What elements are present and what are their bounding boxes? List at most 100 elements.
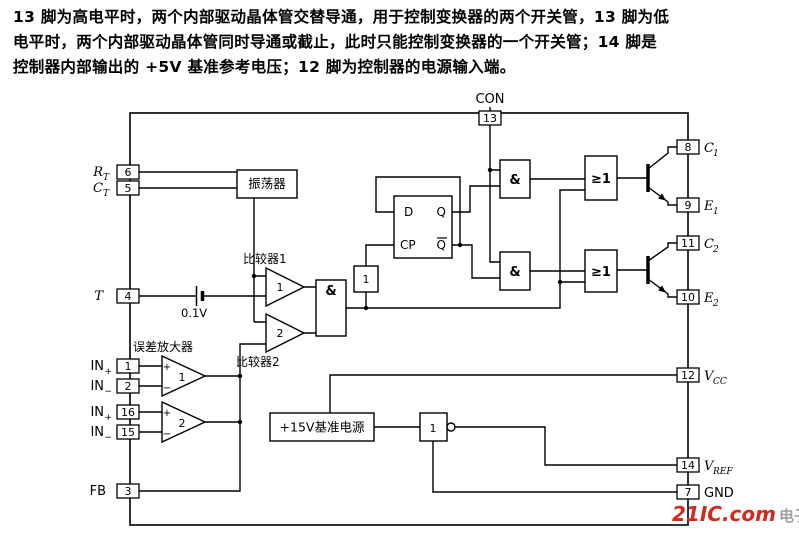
plus-sign: + — [163, 408, 171, 419]
minus-sign: − — [163, 429, 171, 440]
error-amp1-triangle — [161, 354, 207, 398]
pin-label-sub: 1 — [713, 149, 719, 159]
pin-number: 10 — [681, 291, 695, 304]
oscillator-label: 振荡器 — [248, 176, 286, 191]
pin-label: C — [93, 181, 103, 196]
pin-number: 7 — [685, 486, 692, 499]
error-amp-label: 误差放大器 — [133, 339, 193, 354]
reference-label: +15V基准电源 — [280, 420, 365, 435]
pin-number: 2 — [125, 380, 132, 393]
pin-fb: 3 FB — [90, 483, 140, 499]
pin-label-sub: + — [105, 367, 113, 377]
emitter-arrow-icon — [658, 193, 666, 201]
pin-label: IN — [90, 379, 104, 394]
comparator1-triangle — [265, 266, 306, 308]
pin-number: 4 — [125, 290, 132, 303]
description-text: 13 脚为高电平时，两个内部驱动晶体管交替导通，用于控制变换器的两个开关管，13… — [13, 5, 793, 80]
minus-sign: − — [163, 383, 171, 394]
battery-voltage-label: 0.1V — [181, 306, 207, 320]
wires — [139, 107, 688, 493]
pin-label: V — [704, 459, 715, 474]
pin-e2: 10 E 2 — [676, 289, 719, 309]
inverter-symbol: 1 — [430, 422, 437, 435]
pin-number: 5 — [125, 182, 132, 195]
flip-flop: D Q CP Q — [393, 195, 453, 259]
pin-label-sub: T — [103, 189, 110, 199]
pin-label: E — [703, 199, 714, 214]
pin-label: IN — [90, 405, 104, 420]
pin-label-sub: 2 — [712, 245, 719, 255]
pin-label: IN — [90, 425, 104, 440]
buffer-symbol: 1 — [363, 273, 370, 286]
comparator2-triangle — [265, 312, 306, 354]
transistor-2 — [646, 242, 688, 298]
comparator2-number: 2 — [277, 327, 284, 340]
pin-in2: 2 IN − — [90, 378, 140, 397]
or-gate-symbol: ≥1 — [591, 172, 611, 187]
pin-number: 6 — [125, 166, 132, 179]
pin-label: T — [94, 289, 104, 304]
pin-number: 11 — [681, 237, 695, 250]
transistor-1 — [646, 146, 688, 206]
pin-number: 16 — [121, 406, 135, 419]
description-line-1: 13 脚为高电平时，两个内部驱动晶体管交替导通，用于控制变换器的两个开关管，13… — [13, 8, 670, 26]
ff-qbar-label: Q — [437, 238, 446, 252]
description-line-2: 电平时，两个内部驱动晶体管同时导通或截止，此时只能控制变换器的一个开关管；14 … — [13, 33, 658, 51]
pin-c2: 11 C 2 — [676, 235, 719, 255]
ff-d-label: D — [404, 205, 413, 219]
comparator1-number: 1 — [277, 281, 284, 294]
pin-label: CON — [475, 92, 504, 107]
pin-label: C — [704, 237, 714, 252]
oscillator-box — [236, 169, 298, 199]
pin-label-sub: − — [105, 387, 113, 397]
buffer-box — [353, 265, 379, 293]
pin-label-sub: 1 — [713, 207, 719, 217]
pin-number: 9 — [685, 199, 692, 212]
pin-label-sub: 2 — [712, 299, 719, 309]
pin-label-sub: + — [105, 413, 113, 423]
watermark-suffix: 电子网 — [778, 507, 799, 525]
or-gate-symbol: ≥1 — [591, 265, 611, 280]
pin-number: 12 — [681, 369, 695, 382]
error-amp2-triangle — [161, 400, 207, 444]
pin-label-sub: T — [103, 173, 110, 183]
and-gate-symbol: & — [509, 265, 520, 280]
ff-cp-label: CP — [400, 238, 416, 252]
and-gate-symbol: & — [509, 173, 520, 188]
pin-vcc: 12 V CC — [676, 367, 727, 387]
battery-symbol — [195, 286, 205, 306]
pin-number: 1 — [125, 360, 132, 373]
output-and-gate1-box — [499, 159, 531, 199]
pin-label: GND — [704, 486, 734, 501]
pin-number: 8 — [685, 141, 692, 154]
error-amp1-number: 1 — [179, 371, 186, 384]
error-amp2-number: 2 — [179, 417, 186, 430]
pin-label: E — [703, 291, 714, 306]
pin-vref: 14 V REF — [676, 457, 733, 477]
and-gate-symbol: & — [325, 284, 336, 299]
pin-con: CON 13 — [475, 92, 505, 126]
pin-number: 15 — [121, 426, 135, 439]
pin-gnd: 7 GND — [676, 484, 734, 501]
watermark-brand: 21IC.com — [672, 502, 776, 526]
pin-number: 14 — [681, 459, 695, 472]
pin-label-sub: CC — [713, 377, 727, 387]
reference-supply-box — [269, 412, 375, 442]
comparator1-label: 比较器1 — [243, 251, 287, 266]
pin-number: 3 — [125, 485, 132, 498]
or-gate1-box — [584, 155, 618, 201]
output-and-gate2-box — [499, 251, 531, 291]
ic-border — [129, 112, 689, 526]
pwm-and-gate-box — [315, 279, 347, 337]
pin-label: V — [704, 369, 715, 384]
pin-in1: 1 IN + — [90, 358, 140, 377]
comparator2-label: 比较器2 — [236, 354, 280, 369]
pin-label: R — [92, 165, 103, 180]
pin-in16: 16 IN + — [90, 404, 140, 423]
pin-ct: 5 C T — [93, 180, 140, 199]
pin-label-sub: − — [105, 433, 113, 443]
pin-label: C — [704, 141, 714, 156]
pin-c1: 8 C 1 — [676, 139, 719, 159]
inverter-bubble-icon — [446, 422, 456, 432]
